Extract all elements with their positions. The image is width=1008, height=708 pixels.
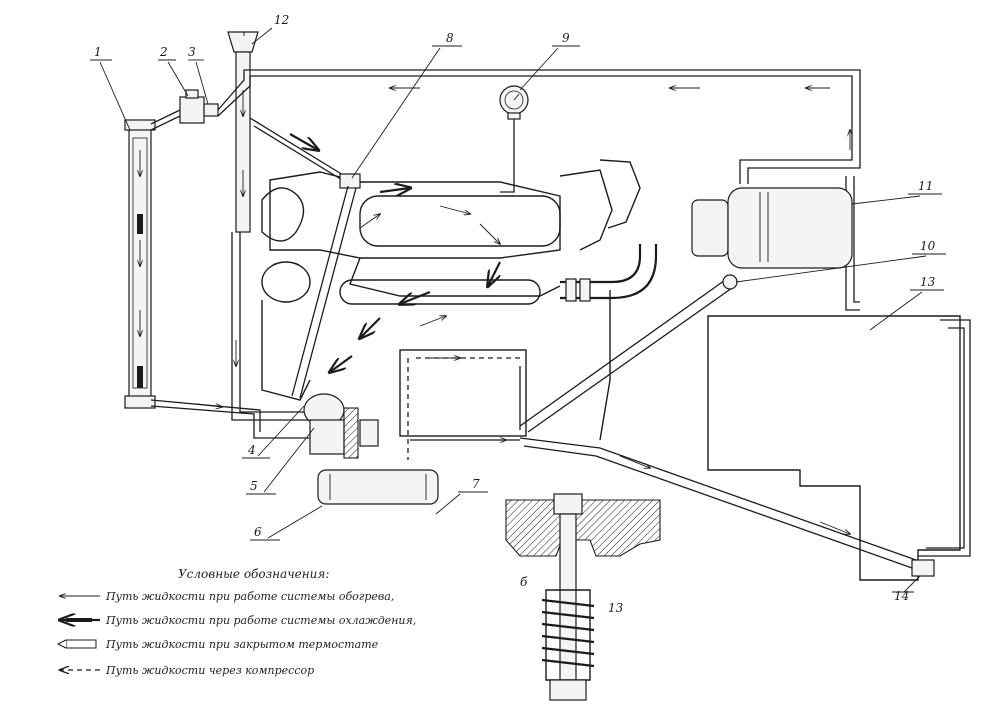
inset-label-right: 13 <box>608 601 624 615</box>
callout-12: 12 <box>274 13 289 27</box>
callout-6: 6 <box>254 525 262 539</box>
callout-14: 14 <box>894 589 909 603</box>
legend-text-heating: Путь жидкости при работе системы обогрев… <box>105 590 394 603</box>
left-supply-pipe <box>150 232 320 439</box>
callout-4: 4 <box>247 443 256 457</box>
legend-item-compressor: Путь жидкости через компрессор <box>60 664 314 677</box>
callout-1: 1 <box>94 45 102 59</box>
callout-leaders <box>90 27 946 593</box>
pressure-gauge <box>499 85 529 193</box>
callout-2: 2 <box>159 45 168 59</box>
legend-item-thermostat: Путь жидкости при закрытом термостате <box>56 638 379 651</box>
callout-8: 8 <box>446 31 454 45</box>
callout-11: 11 <box>918 179 933 193</box>
callout-13: 13 <box>920 275 936 289</box>
compressor-circuit <box>399 349 527 460</box>
valve <box>179 89 205 124</box>
pre-heater <box>317 469 439 505</box>
legend-title: Условные обозначения: <box>178 567 329 581</box>
callout-labels: 1 2 3 4 5 6 7 8 9 10 11 12 13 14 б 13 <box>94 13 936 615</box>
legend-text-cooling: Путь жидкости при работе системы охлажде… <box>105 614 416 627</box>
spring <box>541 598 595 668</box>
legend-text-compressor: Путь жидкости через компрессор <box>105 664 314 677</box>
inset-label-left: б <box>520 575 528 589</box>
callout-9: 9 <box>562 31 570 45</box>
callout-10: 10 <box>920 239 936 253</box>
cab-heater <box>691 187 853 269</box>
radiator <box>124 119 156 409</box>
legend-item-heating: Путь жидкости при работе системы обогрев… <box>60 590 394 603</box>
expansion-tank-filler <box>227 31 259 233</box>
callout-3: 3 <box>188 45 196 59</box>
exhaust-pipe <box>560 244 658 302</box>
legend: Условные обозначения: Путь жидкости при … <box>56 567 416 677</box>
engine-flow-arrows <box>330 188 500 372</box>
legend-item-cooling: Путь жидкости при работе системы охлажде… <box>60 614 416 627</box>
tank-return-pipe <box>519 437 917 569</box>
fuel-tank <box>707 315 971 581</box>
top-return-pipe <box>217 69 861 140</box>
water-pump <box>303 393 379 459</box>
fitting <box>203 103 219 117</box>
thermostat-pipe <box>249 117 361 399</box>
right-vertical-pipe <box>739 130 861 311</box>
callout-7: 7 <box>472 477 480 491</box>
callout-5: 5 <box>250 479 258 493</box>
heater-feed-pipe <box>519 274 738 433</box>
legend-text-thermostat: Путь жидкости при закрытом термостате <box>105 638 379 651</box>
valve-detail-inset <box>505 493 661 701</box>
